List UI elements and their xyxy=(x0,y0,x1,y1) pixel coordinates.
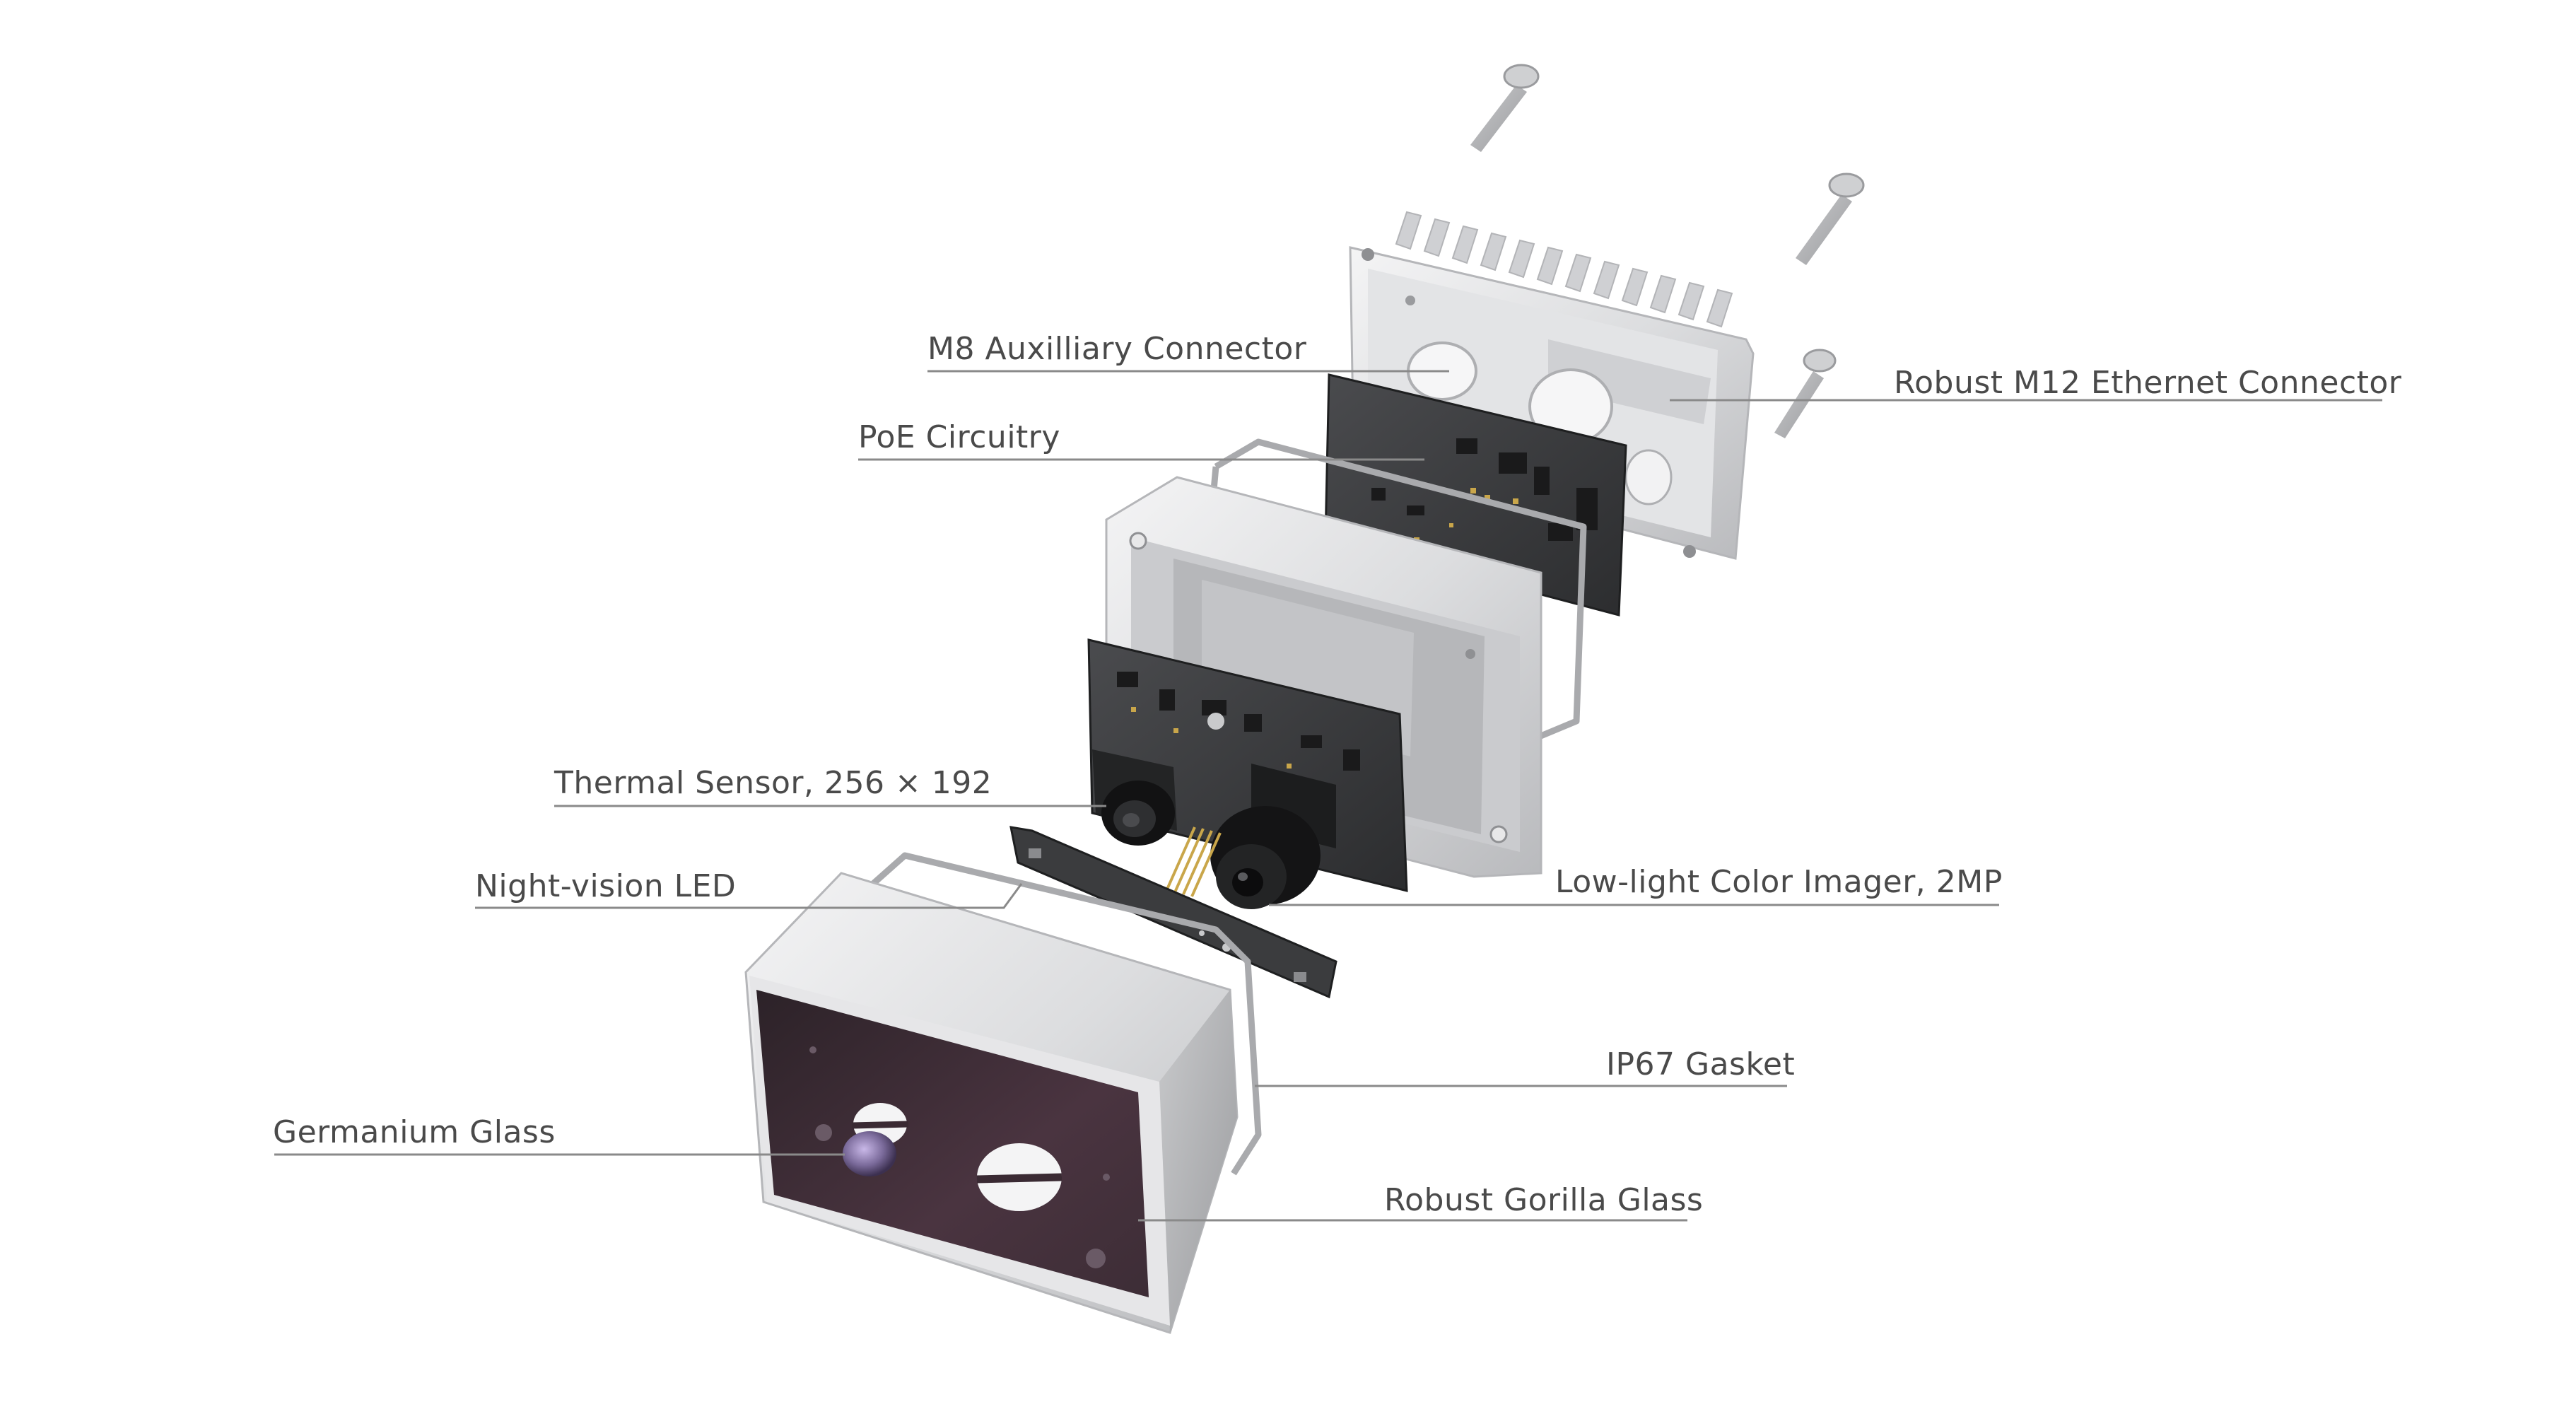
label-germanium-glass: Germanium Glass xyxy=(273,1114,556,1150)
label-m8-connector: M8 Auxilliary Connector xyxy=(927,331,1307,367)
flex-cable xyxy=(1165,826,1222,897)
leader-lines xyxy=(274,370,2382,1222)
front-housing xyxy=(744,872,1239,1334)
thermal-sensor xyxy=(1092,749,1177,846)
night-vision-led-strip xyxy=(1009,826,1337,999)
label-gorilla-glass: Robust Gorilla Glass xyxy=(1384,1182,1704,1218)
label-poe-circuitry: PoE Circuitry xyxy=(858,419,1060,455)
screw-top xyxy=(1470,64,1540,152)
label-gasket: IP67 Gasket xyxy=(1606,1046,1796,1082)
color-imager xyxy=(1210,764,1336,909)
screw-bottom xyxy=(1774,349,1837,438)
label-m12-connector: Robust M12 Ethernet Connector xyxy=(1894,365,2402,401)
main-camera-board xyxy=(1087,638,1408,909)
leader-night-led xyxy=(475,883,1023,909)
gorilla-glass xyxy=(756,990,1149,1297)
label-color-imager: Low-light Color Imager, 2MP xyxy=(1555,864,2003,900)
label-night-led: Night-vision LED xyxy=(475,868,737,904)
label-thermal-sensor: Thermal Sensor, 256 × 192 xyxy=(554,765,993,801)
screw-middle xyxy=(1796,173,1865,265)
germanium-glass xyxy=(843,1131,896,1176)
